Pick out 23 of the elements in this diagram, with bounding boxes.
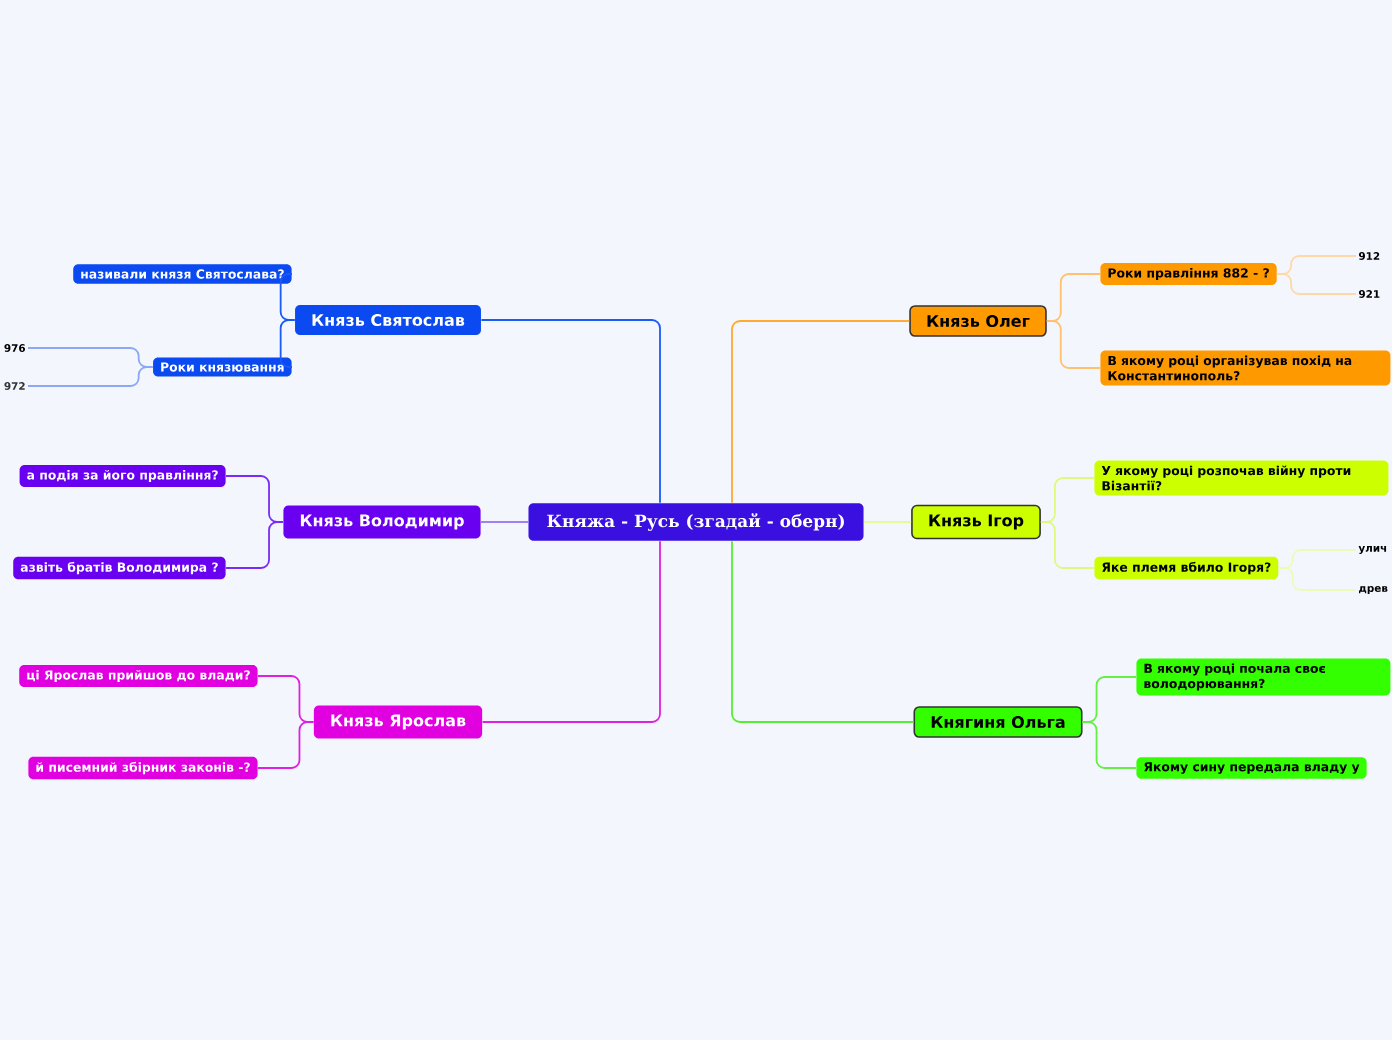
connector-line [279,319,296,368]
connector-line [480,521,529,523]
connector-line [481,540,661,723]
connector-line [225,521,284,569]
connector-line [27,366,154,387]
topic-box: Князь Ігор [911,504,1041,540]
connector-line [1276,273,1357,295]
connector-line [1040,521,1095,569]
connector-line [1045,320,1101,369]
connector-line [863,521,913,523]
connector-line [480,319,661,504]
connector-line [1277,567,1357,591]
connector-line [731,320,911,504]
connector-line [279,273,296,321]
topic-box: Княгиня Ольга [913,706,1083,738]
central-topic-box: Княжа - Русь (згадай - оберн) [528,503,864,541]
topic-box: Князь Ярослав [313,705,483,739]
topic-box: Князь Олег [909,305,1047,337]
topic-box: Князь Святослав [295,304,481,336]
connector-line [731,540,915,723]
connector-line [1081,721,1137,769]
topic-box: Князь Володимир [283,505,481,539]
connector-line [257,721,315,769]
